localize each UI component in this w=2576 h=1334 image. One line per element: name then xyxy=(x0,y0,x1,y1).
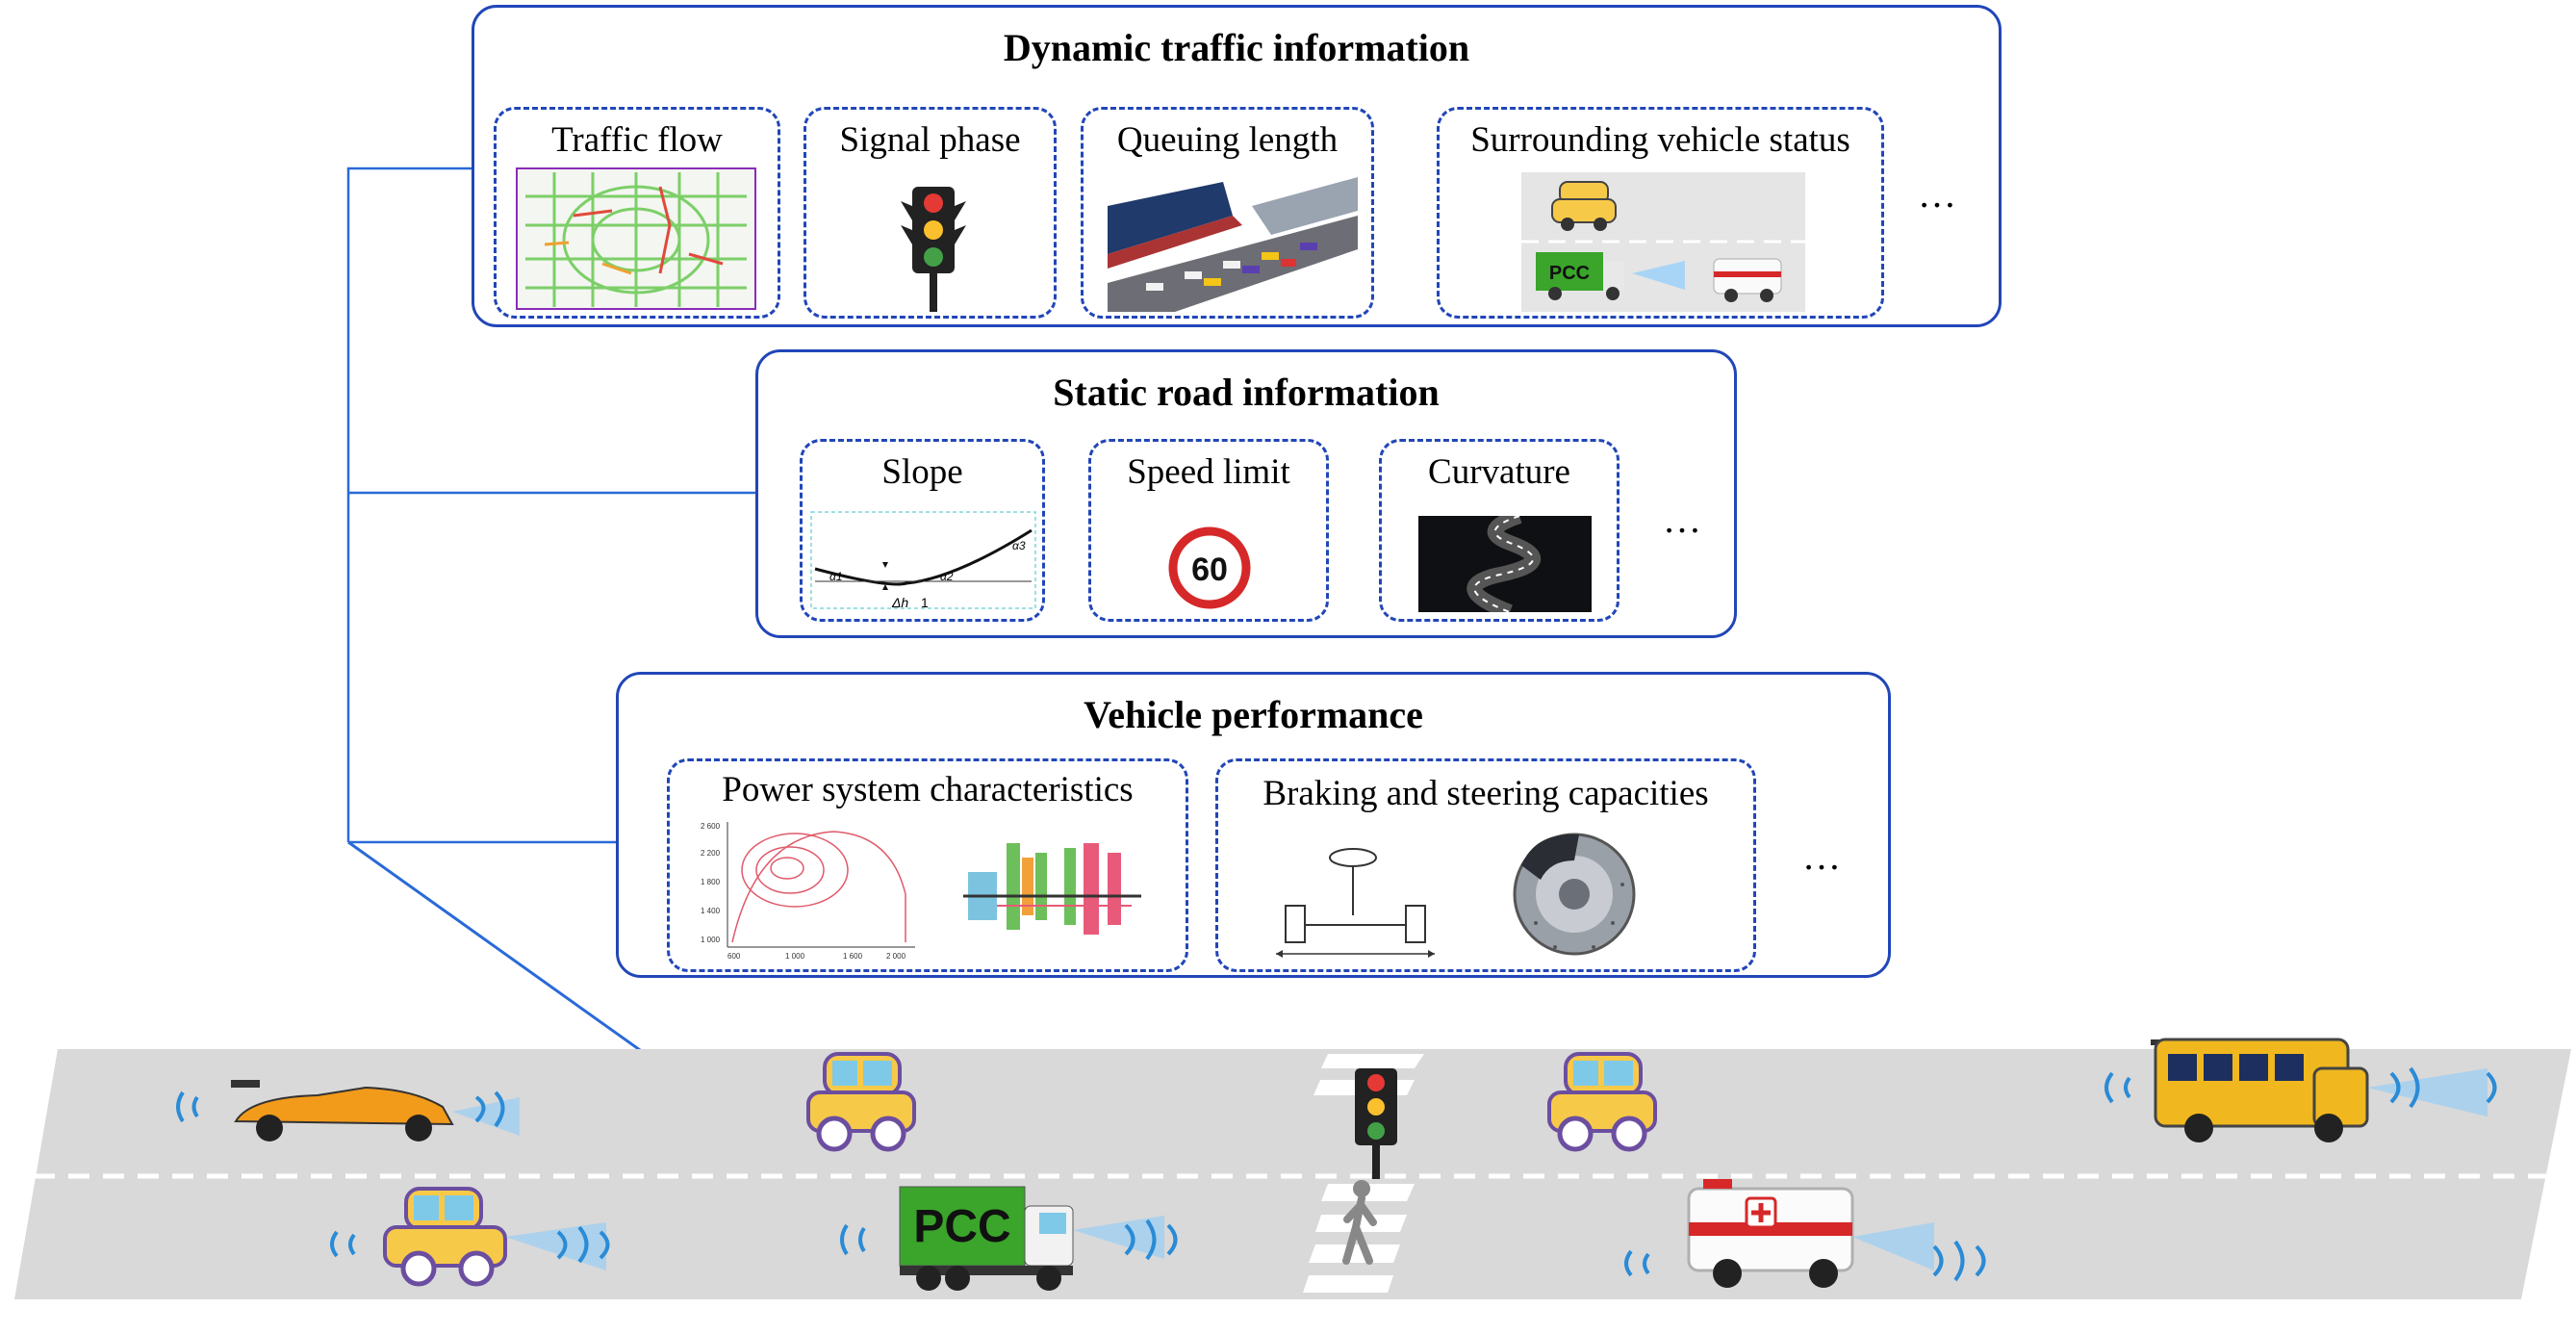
queuing-length-card: Queuing length xyxy=(1081,107,1374,319)
queuing-road-image xyxy=(1108,177,1358,312)
school-bus-icon xyxy=(2104,1038,2497,1142)
power-system-label: Power system characteristics xyxy=(722,770,1134,809)
signal-phase-card: Signal phase xyxy=(803,107,1057,319)
svg-text:1 000: 1 000 xyxy=(785,952,805,961)
static-ellipsis: … xyxy=(1663,498,1705,541)
yellow-car-icon-3 xyxy=(330,1187,610,1287)
svg-text:PCC: PCC xyxy=(913,1201,1010,1252)
slope-card: Slope α1 α2 α3 Δh 1 xyxy=(800,439,1045,622)
surrounding-vehicle-card: Surrounding vehicle status PCC xyxy=(1437,107,1884,319)
traffic-flow-label: Traffic flow xyxy=(551,120,723,160)
engine-map-plot: 2 600 2 200 1 800 1 400 1 000 600 1 000 1 600 2… xyxy=(701,822,915,961)
speed-limit-label: Speed limit xyxy=(1127,452,1290,492)
traffic-light-icon xyxy=(901,187,966,312)
dynamic-ellipsis: … xyxy=(1918,172,1960,216)
svg-text:Δh: Δh xyxy=(891,595,908,610)
dynamic-traffic-title: Dynamic traffic information xyxy=(1003,26,1470,69)
queuing-length-label: Queuing length xyxy=(1116,120,1339,160)
surrounding-vehicle-image: PCC xyxy=(1521,172,1805,312)
svg-text:60: 60 xyxy=(1191,552,1228,588)
steering-system-diagram xyxy=(1276,848,1435,958)
yellow-car-icon xyxy=(806,1052,916,1152)
dynamic-traffic-panel: Dynamic traffic information Traffic flow… xyxy=(472,5,2002,327)
static-road-panel: Static road information Slope α1 α2 α3 Δ… xyxy=(755,349,1737,638)
svg-text:2 000: 2 000 xyxy=(886,952,906,961)
slope-diagram: α1 α2 α3 Δh 1 xyxy=(810,511,1036,610)
curvy-road-image xyxy=(1418,516,1592,612)
pcc-truck-icon: PCC xyxy=(840,1186,1178,1291)
ambulance-icon xyxy=(1624,1179,1986,1288)
svg-text:1 000: 1 000 xyxy=(701,936,721,944)
vehicle-ellipsis: … xyxy=(1802,834,1845,878)
svg-text:PCC: PCC xyxy=(1549,263,1590,284)
pedestrian-icon xyxy=(1342,1180,1377,1265)
svg-text:1 400: 1 400 xyxy=(701,907,721,915)
yellow-car-icon-2 xyxy=(1547,1052,1657,1152)
vehicle-performance-panel: Vehicle performance Power system charact… xyxy=(616,672,1891,978)
svg-text:600: 600 xyxy=(727,952,741,961)
curvature-card: Curvature xyxy=(1379,439,1620,622)
braking-steering-card: Braking and steering capacities xyxy=(1215,758,1756,972)
road-traffic-light-icon xyxy=(1355,1068,1397,1179)
speed-limit-sign-icon: 60 xyxy=(1168,526,1251,609)
svg-text:1: 1 xyxy=(921,595,929,610)
brake-disc-image xyxy=(1513,833,1636,956)
surrounding-vehicle-label: Surrounding vehicle status xyxy=(1470,120,1850,160)
braking-steering-label: Braking and steering capacities xyxy=(1262,774,1709,813)
traffic-map-image xyxy=(516,167,756,310)
svg-text:α3: α3 xyxy=(1012,539,1026,552)
vehicle-performance-title: Vehicle performance xyxy=(1084,693,1423,736)
svg-text:2 200: 2 200 xyxy=(701,849,721,858)
static-road-title: Static road information xyxy=(1053,371,1440,414)
gearbox-diagram xyxy=(963,843,1141,935)
curvature-label: Curvature xyxy=(1428,452,1570,492)
signal-phase-label: Signal phase xyxy=(839,120,1021,160)
svg-text:1 800: 1 800 xyxy=(701,878,721,886)
svg-text:2 600: 2 600 xyxy=(701,822,721,831)
traffic-flow-card: Traffic flow xyxy=(494,107,780,319)
sports-car-icon xyxy=(176,1080,520,1142)
slope-label: Slope xyxy=(881,452,963,492)
svg-text:α1: α1 xyxy=(829,570,843,583)
svg-text:1 600: 1 600 xyxy=(843,952,863,961)
svg-text:α2: α2 xyxy=(940,570,954,583)
power-system-card: Power system characteristics 2 600 2 200 1… xyxy=(667,758,1188,972)
speed-limit-card: Speed limit 60 xyxy=(1088,439,1329,622)
